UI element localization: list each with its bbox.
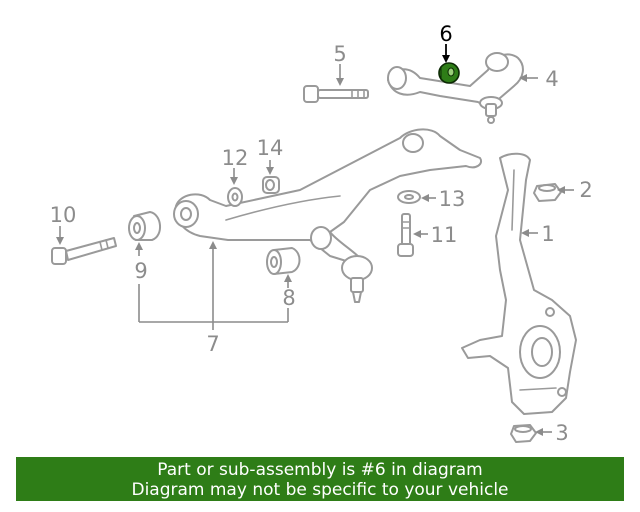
callout-4: 4 bbox=[545, 67, 558, 91]
callout-13: 13 bbox=[439, 187, 466, 211]
nut-part-3[interactable] bbox=[510, 424, 537, 443]
bolt-part-11[interactable] bbox=[397, 213, 414, 257]
info-banner: Part or sub-assembly is #6 in diagram Di… bbox=[16, 457, 624, 501]
callout-9: 9 bbox=[134, 259, 147, 283]
callout-1: 1 bbox=[541, 222, 554, 246]
callout-7: 7 bbox=[206, 332, 219, 356]
callout-10: 10 bbox=[50, 203, 77, 227]
callout-6-highlighted: 6 bbox=[439, 22, 452, 46]
callout-14: 14 bbox=[257, 136, 284, 160]
steering-knuckle[interactable] bbox=[461, 152, 577, 415]
bushing-part-9[interactable] bbox=[128, 211, 161, 241]
callout-11: 11 bbox=[431, 223, 458, 247]
washer-part-13[interactable] bbox=[397, 190, 421, 204]
upper-control-arm[interactable] bbox=[387, 52, 524, 124]
lower-control-arm[interactable] bbox=[173, 128, 482, 303]
bolt-part-10[interactable] bbox=[51, 237, 117, 265]
banner-line-1: Part or sub-assembly is #6 in diagram bbox=[157, 460, 483, 480]
nut-part-2[interactable] bbox=[533, 183, 562, 202]
banner-line-2: Diagram may not be specific to your vehi… bbox=[131, 480, 509, 500]
nut-part-14[interactable] bbox=[262, 176, 280, 194]
callout-5: 5 bbox=[333, 42, 346, 66]
callout-2: 2 bbox=[579, 178, 592, 202]
callout-numbers: 5 6 4 12 14 2 13 11 1 10 9 8 7 3 bbox=[50, 22, 593, 445]
leader-lines bbox=[56, 44, 574, 436]
callout-12: 12 bbox=[222, 146, 249, 170]
bushing-part-8[interactable] bbox=[266, 247, 301, 275]
callout-3: 3 bbox=[555, 421, 568, 445]
washer-part-12[interactable] bbox=[227, 187, 243, 207]
bolt-part-5[interactable] bbox=[303, 85, 369, 103]
callout-8: 8 bbox=[282, 286, 295, 310]
nut-part-6-highlighted[interactable] bbox=[438, 62, 460, 84]
